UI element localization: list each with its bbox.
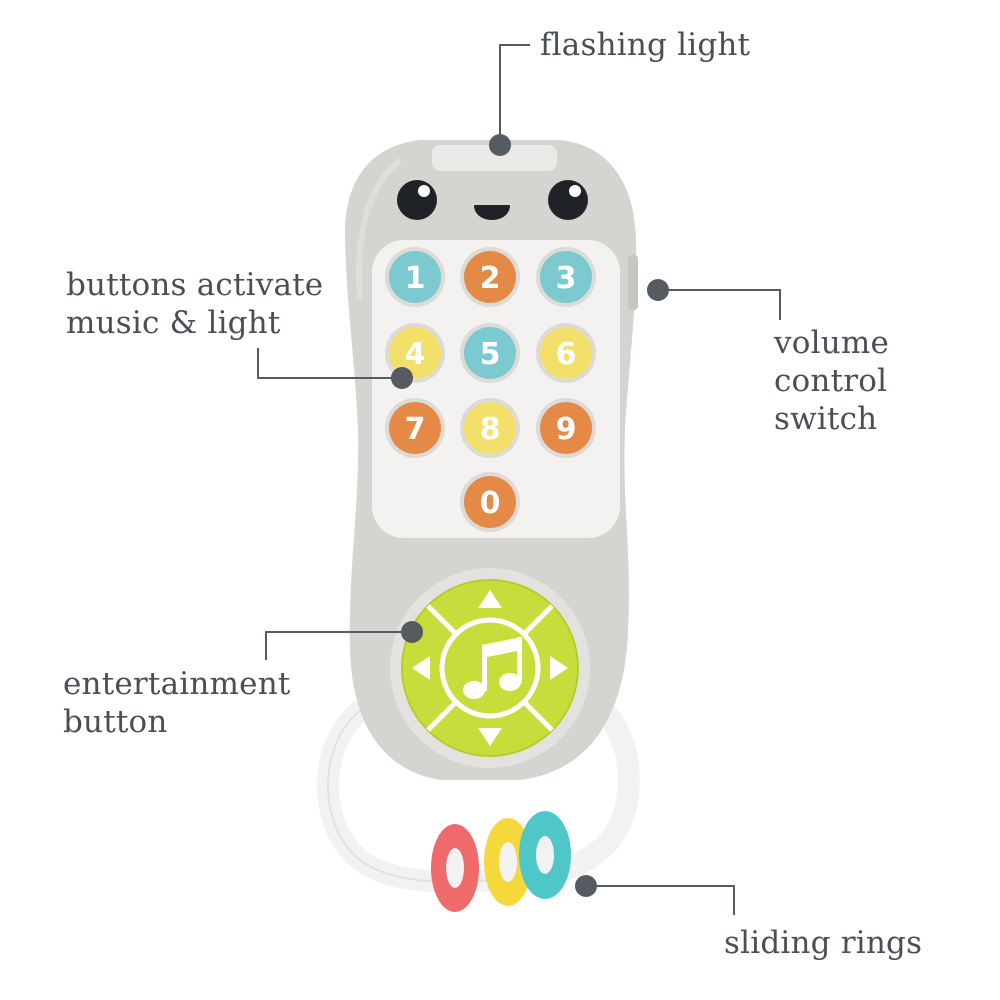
key-label: 1 <box>405 261 426 296</box>
entertainment-label: entertainment button <box>63 665 291 741</box>
callout-lines <box>257 44 781 915</box>
key-0[interactable]: 0 <box>460 472 520 532</box>
key-3[interactable]: 3 <box>536 247 596 307</box>
flashing-light-text: flashing light <box>540 27 751 63</box>
arrow-up-icon <box>478 590 502 608</box>
volume-switch[interactable] <box>628 255 638 310</box>
buttons-label: buttons activate music & light <box>66 266 323 342</box>
key-1[interactable]: 1 <box>385 247 445 307</box>
key-label: 8 <box>480 412 501 447</box>
keypad: 1 2 3 4 5 6 7 8 9 0 <box>385 247 596 532</box>
smiley-face-icon <box>397 180 588 220</box>
buttons-label-line-1: buttons activate <box>66 267 324 303</box>
key-label: 3 <box>556 261 577 296</box>
key-8[interactable]: 8 <box>460 398 520 458</box>
buttons-label-line-2: music & light <box>66 305 281 341</box>
key-label: 7 <box>405 412 426 447</box>
key-2[interactable]: 2 <box>460 247 520 307</box>
callout-dots <box>391 134 669 897</box>
music-note-icon <box>463 637 522 699</box>
keypad-panel <box>372 240 620 538</box>
key-9[interactable]: 9 <box>536 398 596 458</box>
key-label: 6 <box>556 337 577 372</box>
key-label: 0 <box>480 486 501 521</box>
rings-label: sliding rings <box>724 924 922 962</box>
key-7[interactable]: 7 <box>385 398 445 458</box>
sliding-rings <box>431 811 571 912</box>
arrow-right-icon <box>550 656 568 680</box>
arrow-down-icon <box>478 728 502 746</box>
entertainment-label-line-1: entertainment <box>63 666 291 702</box>
key-label: 4 <box>405 337 426 372</box>
volume-label: volume control switch <box>774 324 889 438</box>
entertainment-button[interactable] <box>390 568 590 768</box>
key-label: 2 <box>480 261 501 296</box>
flashing-light <box>432 145 557 171</box>
key-label: 9 <box>556 412 577 447</box>
volume-label-line-1: volume <box>774 325 889 361</box>
key-6[interactable]: 6 <box>536 323 596 383</box>
key-5[interactable]: 5 <box>460 323 520 383</box>
arrow-left-icon <box>412 656 430 680</box>
key-label: 5 <box>480 337 501 372</box>
volume-label-line-2: control <box>774 363 888 399</box>
entertainment-label-line-2: button <box>63 704 168 740</box>
rings-label-text: sliding rings <box>724 925 923 961</box>
volume-label-line-3: switch <box>774 401 878 437</box>
flashing-light-label: flashing light <box>540 26 750 64</box>
